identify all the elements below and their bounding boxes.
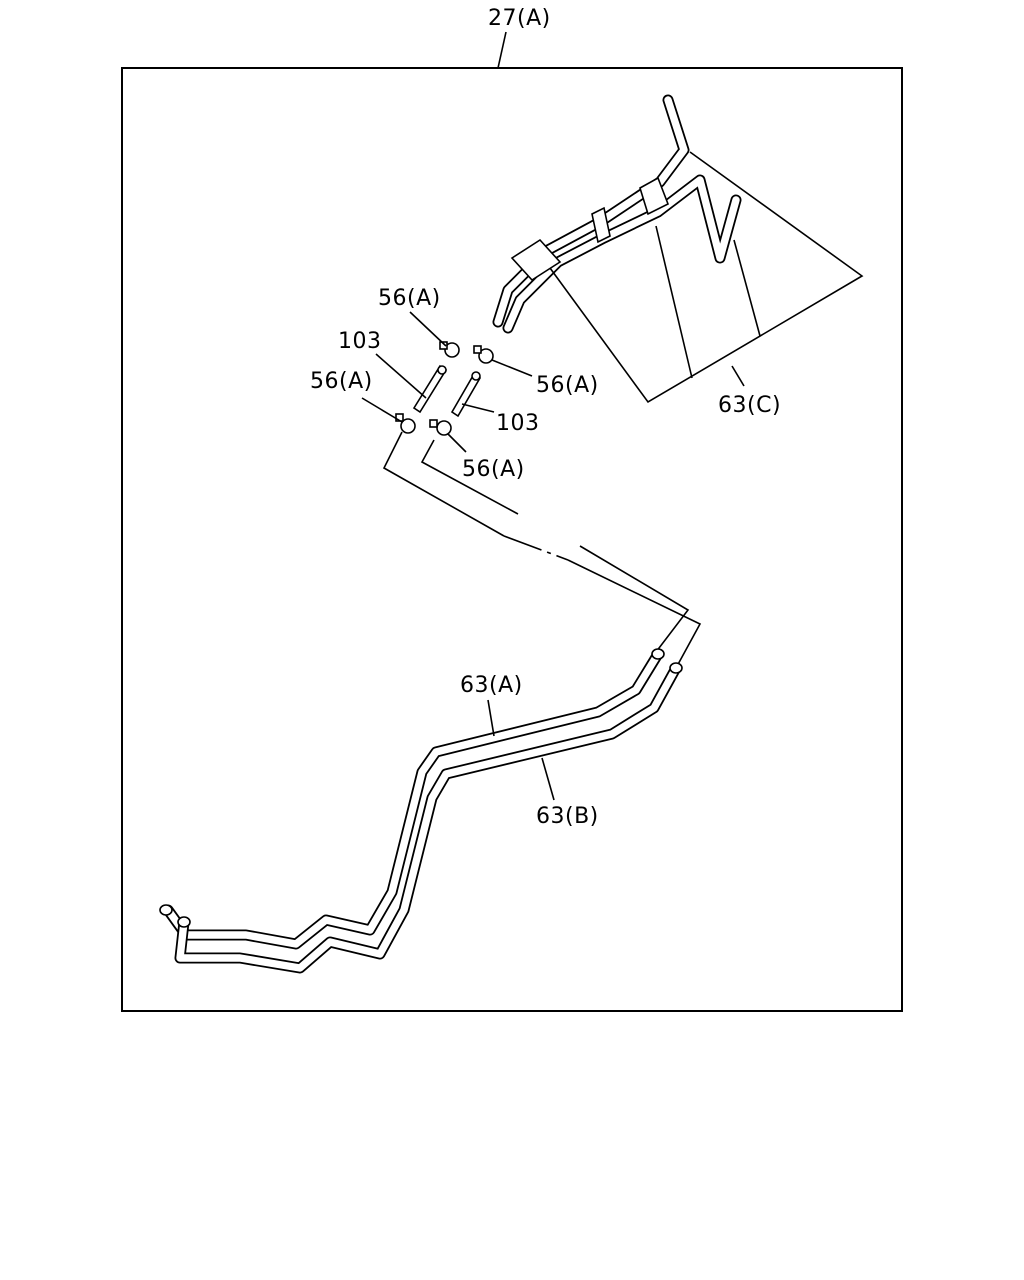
pipe-sleeve <box>639 176 670 216</box>
pipe-63a-leader <box>487 699 495 737</box>
label-56a-mid-left: 56(A) <box>310 369 373 394</box>
label-103-right: 103 <box>496 411 540 436</box>
clip-leader <box>447 433 467 453</box>
pipe-63c-leader <box>733 239 761 337</box>
clip-56a-bottom-right <box>429 419 452 436</box>
connector-103-right <box>450 371 482 418</box>
pipe-63b <box>174 662 683 974</box>
pipe-63c <box>492 94 742 334</box>
pipe-63b-leader <box>541 757 555 801</box>
label-56a-top-right: 56(A) <box>536 373 599 398</box>
label-103-left: 103 <box>338 329 382 354</box>
pipe-sleeve <box>510 238 562 282</box>
label-63b: 63(B) <box>536 804 599 829</box>
assembly-leader <box>497 31 507 69</box>
clip-leader <box>361 397 403 423</box>
clip-56a-mid-left <box>395 413 416 434</box>
clip-56a-top-left <box>439 341 460 358</box>
connection-outline <box>382 431 505 537</box>
label-56a-top-left: 56(A) <box>378 286 441 311</box>
connector-leader <box>375 353 427 399</box>
pipe-63c-outline <box>549 151 864 404</box>
pipe-63c-leader <box>655 225 693 379</box>
pipe-63a <box>159 648 665 950</box>
pipe-sleeve <box>591 206 611 244</box>
assembly-label: 27(A) <box>488 6 551 31</box>
label-63c: 63(C) <box>718 393 781 418</box>
pipe-63c-leader <box>731 365 745 387</box>
label-56a-bottom-right: 56(A) <box>462 457 525 482</box>
clip-leader <box>409 311 447 347</box>
connection-outline <box>579 545 690 653</box>
label-63a: 63(A) <box>460 673 523 698</box>
centerline <box>503 535 569 561</box>
clip-56a-top-right <box>473 345 494 364</box>
connection-outline <box>420 439 519 515</box>
diagram-frame <box>121 67 903 1012</box>
connector-103-left <box>412 364 448 414</box>
connector-leader <box>461 403 495 413</box>
clip-leader <box>491 359 533 377</box>
